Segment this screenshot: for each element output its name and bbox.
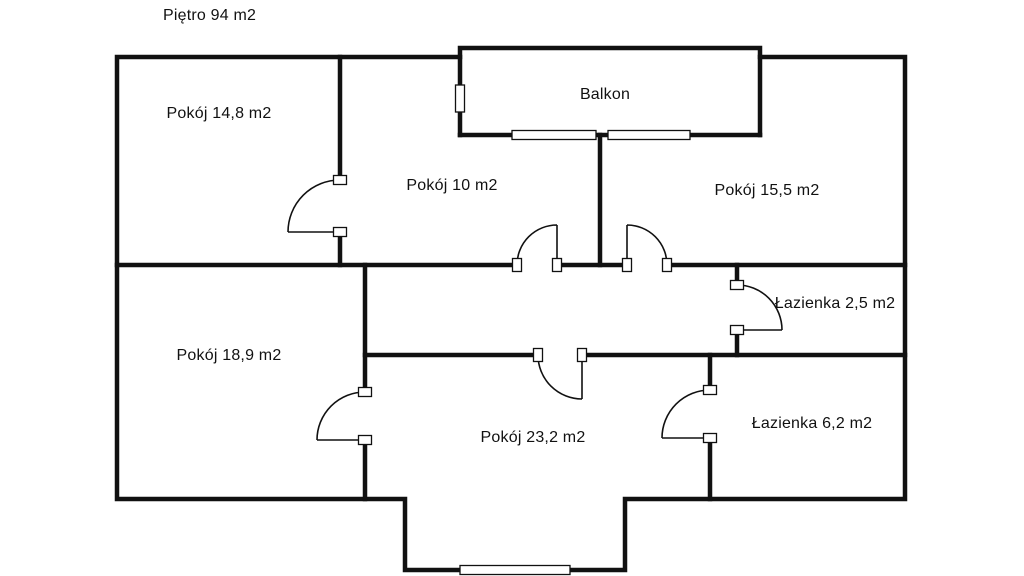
- door-lazienka-6-2: [661, 384, 718, 444]
- window: [454, 84, 466, 113]
- window: [459, 564, 571, 576]
- door-pokoj-14-8: [287, 174, 348, 238]
- room-label-lazienka-2-5: Łazienka 2,5 m2: [774, 295, 896, 312]
- door-jamb: [357, 434, 373, 446]
- door-jamb: [729, 324, 745, 336]
- door-jamb: [332, 226, 348, 238]
- door-jamb: [621, 257, 633, 273]
- door-jamb: [551, 257, 563, 273]
- door-jamb: [357, 386, 373, 398]
- room-label-pokoj-10: Pokój 10 m2: [406, 177, 498, 194]
- door-pokoj-10: [511, 224, 563, 273]
- door-pokoj-15-5: [621, 224, 673, 273]
- door-jamb: [332, 174, 348, 186]
- door-pokoj-18-9: [316, 386, 373, 446]
- room-label-lazienka-6-2: Łazienka 6,2 m2: [751, 415, 873, 432]
- door-jamb: [511, 257, 523, 273]
- page-title: Piętro 94 m2: [163, 7, 257, 24]
- room-label-pokoj-18-9: Pokój 18,9 m2: [176, 347, 282, 364]
- room-label-pokoj-14-8: Pokój 14,8 m2: [166, 105, 272, 122]
- door-jamb: [702, 432, 718, 444]
- windows: [454, 84, 691, 576]
- room-label-balkon: Balkon: [579, 86, 631, 103]
- door-jamb: [729, 279, 745, 291]
- room-label-pokoj-15-5: Pokój 15,5 m2: [714, 182, 820, 199]
- door-jamb: [702, 384, 718, 396]
- window: [511, 129, 597, 141]
- doors: [287, 174, 783, 446]
- interior-walls: [114, 54, 908, 502]
- door-jamb: [661, 257, 673, 273]
- door-jamb: [576, 347, 588, 363]
- door-pokoj-23-2: [532, 347, 588, 400]
- door-jamb: [532, 347, 544, 363]
- door-lazienka-2-5: [729, 279, 783, 336]
- window: [607, 129, 691, 141]
- room-label-pokoj-23-2: Pokój 23,2 m2: [480, 429, 586, 446]
